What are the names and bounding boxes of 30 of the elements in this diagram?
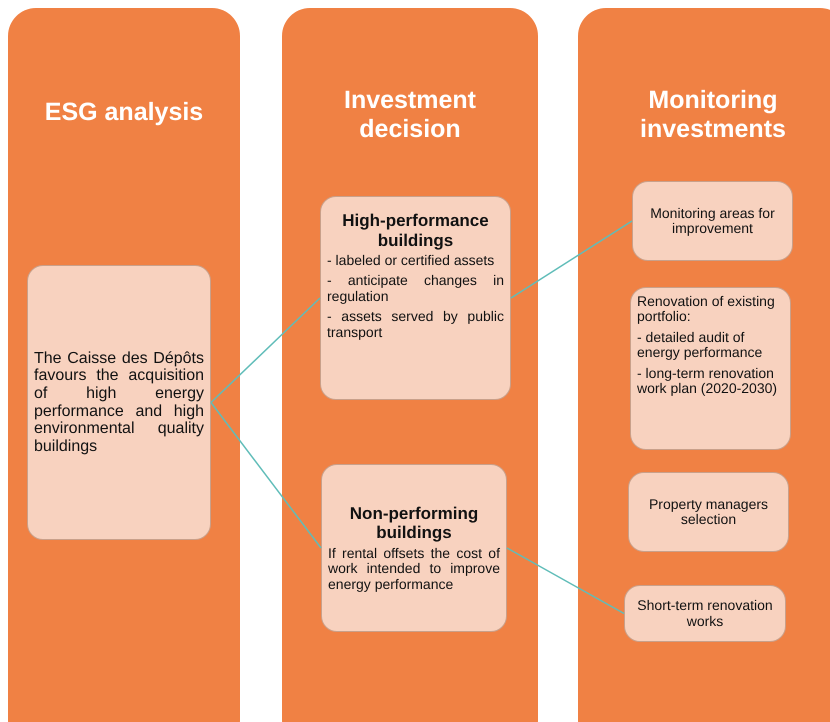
box-text: - long-term renovation work plan (2020-2030)	[637, 366, 778, 396]
box-text: The Caisse des Dépôts favours the acquisition of high energy performance and high environmental quality buildings	[34, 350, 204, 456]
box-heading: Non-performing buildings	[348, 504, 480, 543]
text-box	[624, 585, 786, 642]
connector-line	[506, 547, 624, 614]
column-title: Monitoring investments	[639, 86, 787, 144]
box-text: Property managers selection	[648, 496, 770, 528]
connector-line	[210, 297, 321, 404]
box-text: Short-term renovation works	[636, 598, 774, 629]
column-title: ESG analysis	[44, 98, 204, 127]
text-box	[321, 464, 507, 632]
text-box	[632, 181, 793, 261]
connector-line	[210, 402, 322, 548]
box-text: Renovation of existing portfolio:	[637, 294, 776, 325]
column-panel	[282, 8, 538, 722]
box-text: If rental offsets the cost of work intended to improve energy performance	[328, 546, 500, 592]
column-title: Investment decision	[343, 86, 477, 144]
box-text: - assets served by public transport	[327, 309, 504, 340]
connector-line	[510, 220, 632, 299]
column-panel	[578, 8, 830, 722]
text-box	[630, 287, 791, 450]
box-text: Monitoring areas for improvement	[649, 206, 776, 236]
text-box	[628, 472, 789, 552]
box-text: - labeled or certified assets	[327, 253, 496, 268]
box-text: - anticipate changes in regulation	[327, 273, 504, 304]
box-text: - detailed audit of energy performance	[637, 330, 764, 361]
column-panel	[8, 8, 240, 722]
text-box	[320, 196, 511, 400]
box-heading: High-performance buildings	[341, 211, 490, 250]
text-box	[27, 265, 211, 540]
